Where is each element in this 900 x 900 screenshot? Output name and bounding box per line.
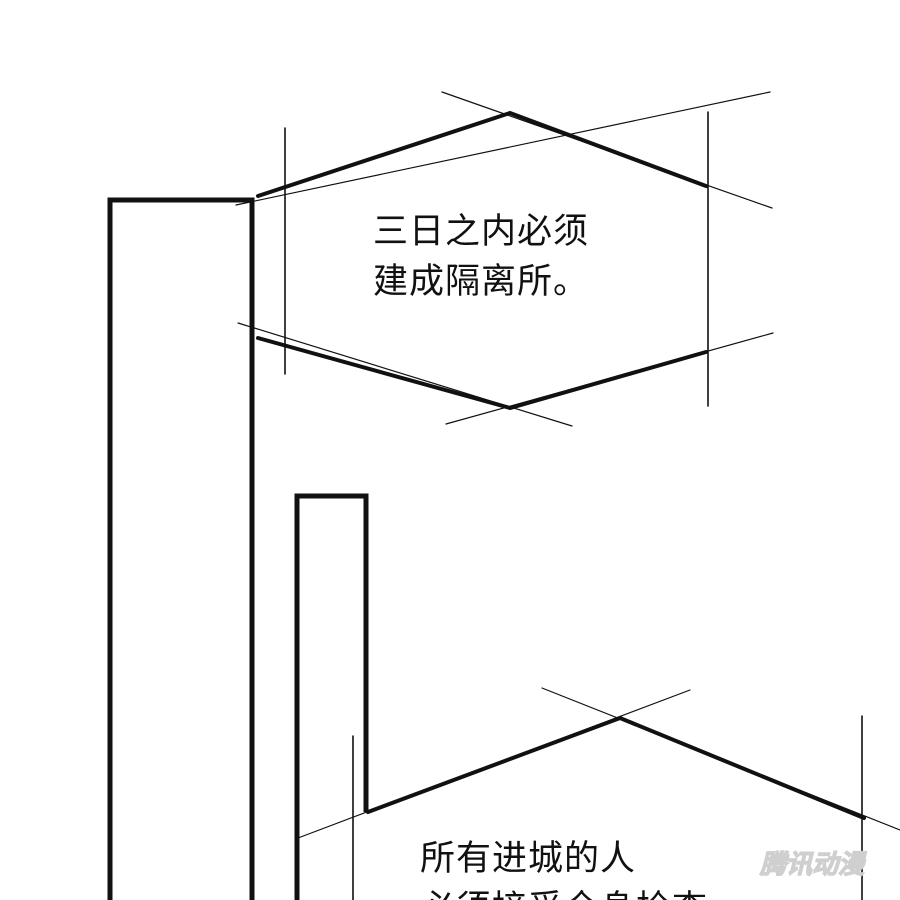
speech-bubble-1-text: 三日之内必须 建成隔离所。 <box>373 207 589 307</box>
speech-line: 所有进城的人 <box>420 839 637 879</box>
speech-bubble-1 <box>235 91 774 427</box>
short-building-outline <box>294 493 369 900</box>
speech-bubble-2 <box>297 687 900 900</box>
watermark-text: 腾讯动漫 <box>759 850 867 880</box>
tall-building-outline <box>107 197 255 900</box>
speech-line: 三日之内必须 <box>373 212 590 252</box>
speech-line: 建成隔离所。 <box>373 262 590 302</box>
speech-bubble-2-text: 所有进城的人 必须接受全身检查 <box>420 834 708 900</box>
speech-line: 必须接受全身检查 <box>420 884 708 900</box>
watermark-logo: 腾讯动漫 <box>758 849 867 880</box>
